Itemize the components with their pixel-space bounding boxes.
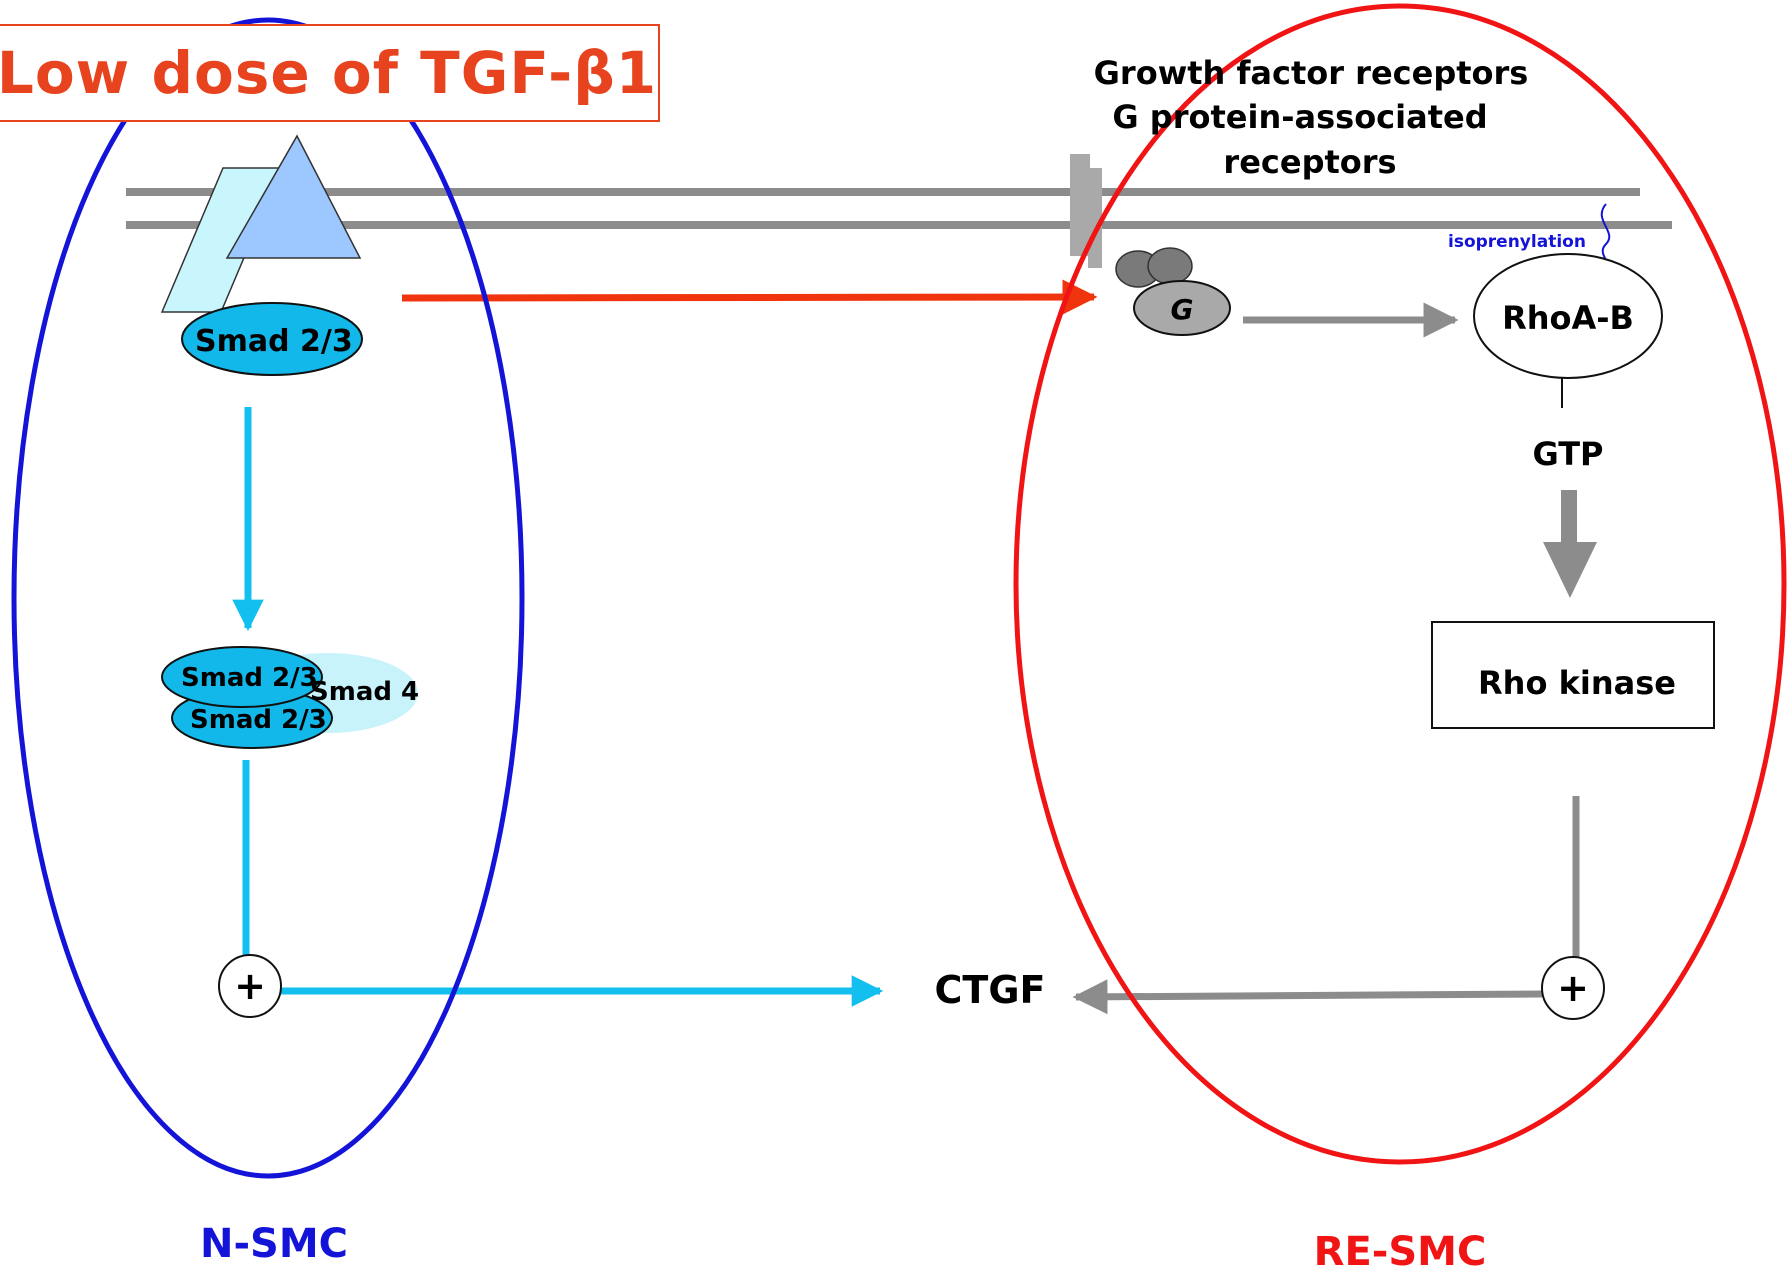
plus-right-label: + [1557,966,1589,1010]
receptor-label-line3: receptors [1223,143,1396,181]
smad23-b-label: Smad 2/3 [190,705,327,735]
rhoab-node [1473,253,1663,379]
receptor-label-line1: Growth factor receptors [1094,54,1529,92]
g-protein-subunit-2 [1147,247,1193,285]
re-smc-cell [1013,3,1787,1165]
rhoab-label: RhoA-B [1502,299,1634,337]
gtp-arrow-head [1543,542,1597,598]
smad23-a-label: Smad 2/3 [181,663,318,693]
gf-receptor-bar [1070,154,1090,256]
rho-kinase-box [1431,621,1715,729]
smad23-node-a [161,646,323,708]
smad4-label: Smad 4 [310,677,419,707]
isoprenylation-label: isoprenylation [1448,232,1586,252]
crosstalk-arrow [401,279,1098,315]
re-smc-label: RE-SMC [1314,1229,1487,1272]
rho-to-ctgf-arrow [1072,979,1543,1015]
plus-right-circle [1541,956,1605,1020]
n-smc-label: N-SMC [200,1221,348,1267]
tgf-receptor-ligand [225,134,362,259]
gtp-arrow-shaft [1561,490,1577,544]
g-protein-node [1133,280,1231,336]
plus-left-circle [218,954,282,1018]
receptor-label-line2: G protein-associated [1112,98,1487,136]
g-protein-label: G [1171,293,1194,326]
n-smc-cell [11,17,525,1179]
rho-kinase-label: Rho kinase [1478,664,1676,702]
page-title: Low dose of TGF-β1 [0,39,658,107]
smad23-top-node [181,302,363,376]
gtp-label: GTP [1533,435,1604,473]
smad23-top-label: Smad 2/3 [195,324,353,359]
plus-left-label: + [234,964,266,1008]
ctgf-label: CTGF [935,968,1046,1012]
title-box: Low dose of TGF-β1 [0,24,660,122]
